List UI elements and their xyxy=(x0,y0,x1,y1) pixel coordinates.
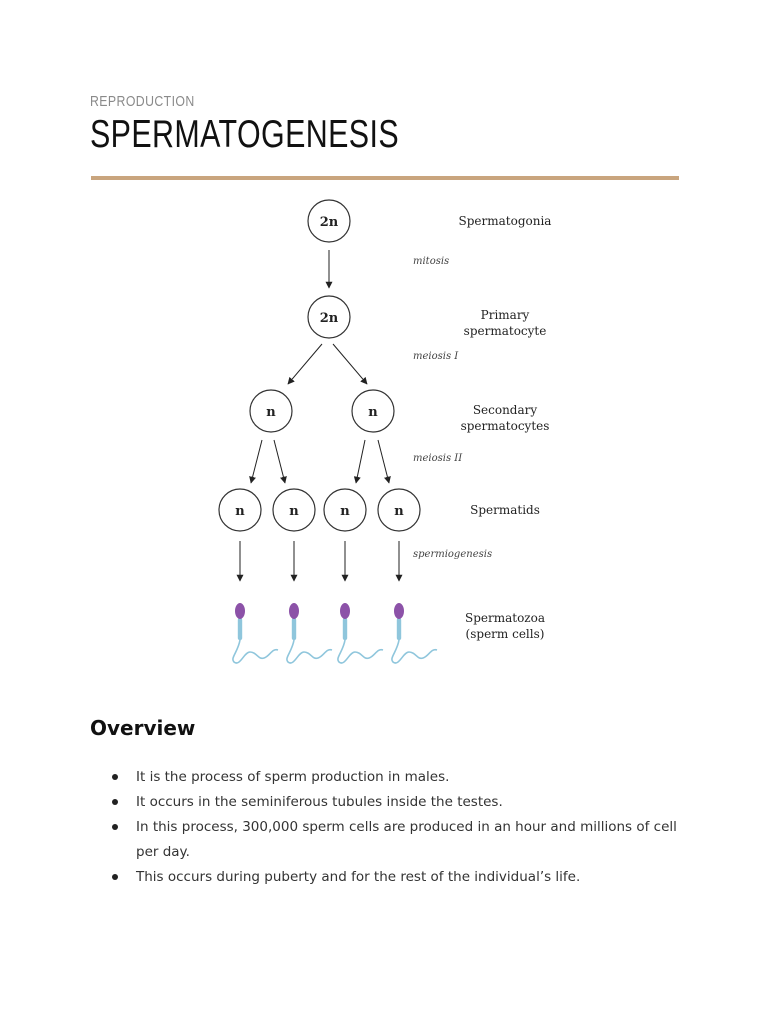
secondary-spermatocyte-ploidy: n xyxy=(266,405,276,420)
spermatid-cell: n xyxy=(377,488,421,532)
bullet-icon xyxy=(112,799,118,805)
mitosis-label: mitosis xyxy=(413,256,449,267)
stage-label-spermatogonia: Spermatogonia xyxy=(459,214,552,228)
secondary-spermatocyte-cell: n xyxy=(351,389,395,433)
secondary-spermatocyte-ploidy: n xyxy=(368,405,378,420)
stage-label-secondary: Secondary xyxy=(473,403,538,417)
primary-spermatocyte-ploidy: 2n xyxy=(320,311,339,326)
spermatid-ploidy: n xyxy=(394,504,404,519)
list-item-text: This occurs during puberty and for the r… xyxy=(136,869,581,885)
meiosis2-arrow xyxy=(249,439,263,484)
meiosis2-arrow xyxy=(353,439,366,484)
meiosis2-arrow xyxy=(273,439,287,484)
overview-heading: Overview xyxy=(90,716,196,740)
list-item: This occurs during puberty and for the r… xyxy=(108,865,688,890)
meiosis2-arrow xyxy=(377,439,391,484)
list-item: It is the process of sperm production in… xyxy=(108,765,688,790)
section-kicker: REPRODUCTION xyxy=(90,93,195,110)
meiosis2-label: meiosis II xyxy=(413,453,463,464)
sperm-cell-icon xyxy=(337,603,384,664)
spermatogenesis-diagram: 2n 2n n n n n n n xyxy=(218,199,552,664)
list-item-text: In this process, 300,000 sperm cells are… xyxy=(136,819,677,860)
bullet-icon xyxy=(112,774,118,780)
list-item-text: It occurs in the seminiferous tubules in… xyxy=(136,794,503,810)
list-item-text: It is the process of sperm production in… xyxy=(136,769,450,785)
spermatid-cell: n xyxy=(272,488,316,532)
spermatid-ploidy: n xyxy=(289,504,299,519)
spermatogonium-cell: 2n xyxy=(307,199,351,243)
title-divider xyxy=(91,176,679,180)
spermatogonium-ploidy: 2n xyxy=(320,215,339,230)
spermatid-ploidy: n xyxy=(340,504,350,519)
sperm-cell-icon xyxy=(286,603,333,664)
sperm-cell-icon xyxy=(232,603,279,664)
list-item: It occurs in the seminiferous tubules in… xyxy=(108,790,688,815)
spermatid-cell: n xyxy=(218,488,262,532)
spermatid-ploidy: n xyxy=(235,504,245,519)
page-title: SPERMATOGENESIS xyxy=(90,113,400,156)
secondary-spermatocyte-cell: n xyxy=(249,389,293,433)
meiosis1-arrow-right xyxy=(332,343,368,385)
stage-label-primary: Primary xyxy=(481,308,530,322)
sperm-cell-icon xyxy=(391,603,438,664)
stage-label-spermatozoa: Spermatozoa xyxy=(465,611,545,625)
spermiogenesis-label: spermiogenesis xyxy=(413,549,492,560)
overview-list: It is the process of sperm production in… xyxy=(108,765,688,890)
spermatid-cell: n xyxy=(323,488,367,532)
meiosis1-arrow-left xyxy=(287,343,323,385)
meiosis1-label: meiosis I xyxy=(413,351,459,362)
stage-label-spermatozoa-2: (sperm cells) xyxy=(466,627,545,641)
stage-label-secondary-2: spermatocytes xyxy=(461,419,550,433)
stage-label-spermatids: Spermatids xyxy=(470,503,540,517)
list-item: In this process, 300,000 sperm cells are… xyxy=(108,815,688,865)
bullet-icon xyxy=(112,874,118,880)
primary-spermatocyte-cell: 2n xyxy=(307,295,351,339)
bullet-icon xyxy=(112,824,118,830)
stage-label-primary-2: spermatocyte xyxy=(464,324,547,338)
